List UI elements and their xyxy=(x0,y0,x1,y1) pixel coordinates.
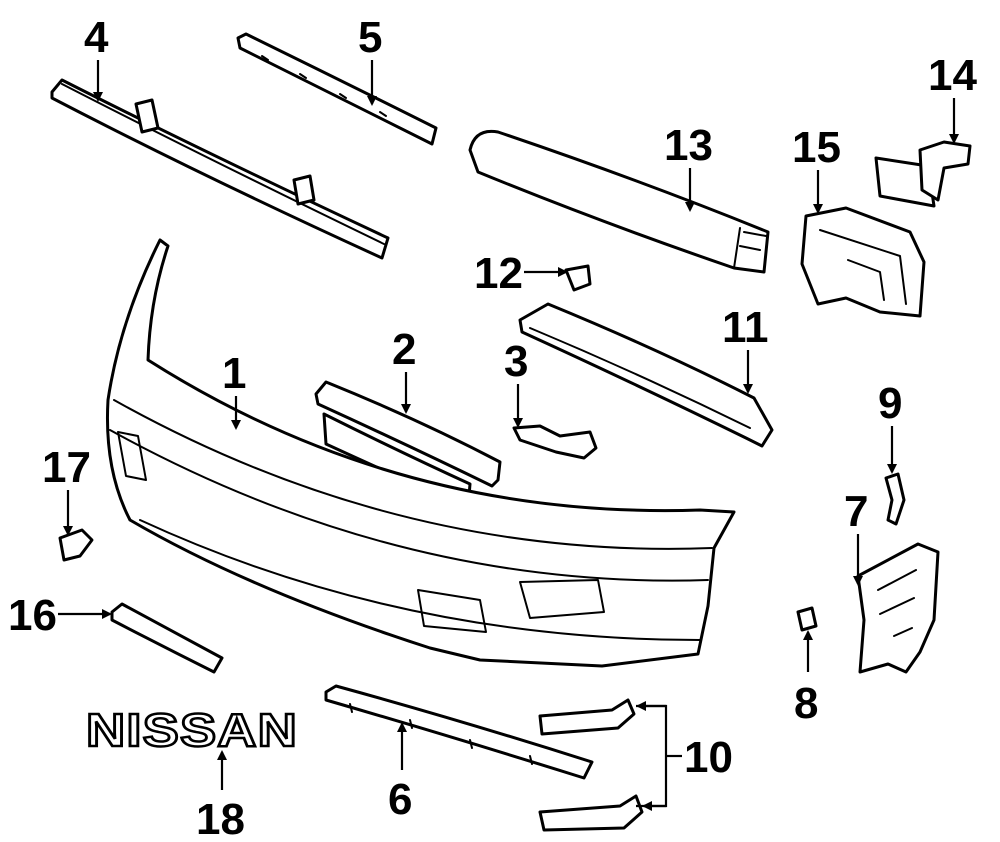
part-9-bracket xyxy=(884,472,906,526)
callout-9: 9 xyxy=(878,379,902,428)
part-5-upper-strip xyxy=(236,32,438,146)
part-18-emblem: NISSAN xyxy=(85,703,299,758)
part-13-absorber xyxy=(468,129,770,274)
nissan-emblem-text: NISSAN xyxy=(86,704,298,756)
part-3-bracket xyxy=(512,424,598,460)
callout-15: 15 xyxy=(792,123,841,172)
part-6-molding xyxy=(324,684,594,780)
callout-1: 1 xyxy=(222,349,246,398)
callout-11: 11 xyxy=(722,303,769,352)
callout-12: 12 xyxy=(474,249,523,298)
callout-13: 13 xyxy=(664,121,713,170)
leader-10-frame xyxy=(636,704,668,808)
callout-16: 16 xyxy=(8,591,57,640)
part-16-strip xyxy=(110,602,224,674)
callout-17: 17 xyxy=(42,443,91,492)
callout-3: 3 xyxy=(504,337,528,386)
callout-18: 18 xyxy=(196,795,245,842)
part-17-clip xyxy=(58,528,94,562)
part-8-clip xyxy=(796,606,818,632)
callout-10: 10 xyxy=(684,733,733,782)
part-12-clip xyxy=(564,264,592,292)
part-10-trim-pieces xyxy=(538,698,644,832)
part-11-reinforcement xyxy=(518,302,774,448)
callout-5: 5 xyxy=(358,13,382,62)
callouts: 1 2 3 4 5 6 7 8 9 10 11 12 13 14 15 16 1… xyxy=(8,13,977,842)
leader-lines xyxy=(58,60,959,811)
callout-4: 4 xyxy=(84,13,109,62)
callout-8: 8 xyxy=(794,679,818,728)
part-15-bracket xyxy=(800,206,926,318)
part-1-bumper-cover xyxy=(106,238,736,668)
part-14-bracket xyxy=(874,140,972,208)
callout-7: 7 xyxy=(844,487,868,536)
callout-2: 2 xyxy=(392,325,416,374)
callout-14: 14 xyxy=(928,51,977,100)
callout-6: 6 xyxy=(388,775,412,824)
part-4-reinforcement-bar xyxy=(50,78,390,260)
part-7-side-bracket xyxy=(856,542,940,674)
